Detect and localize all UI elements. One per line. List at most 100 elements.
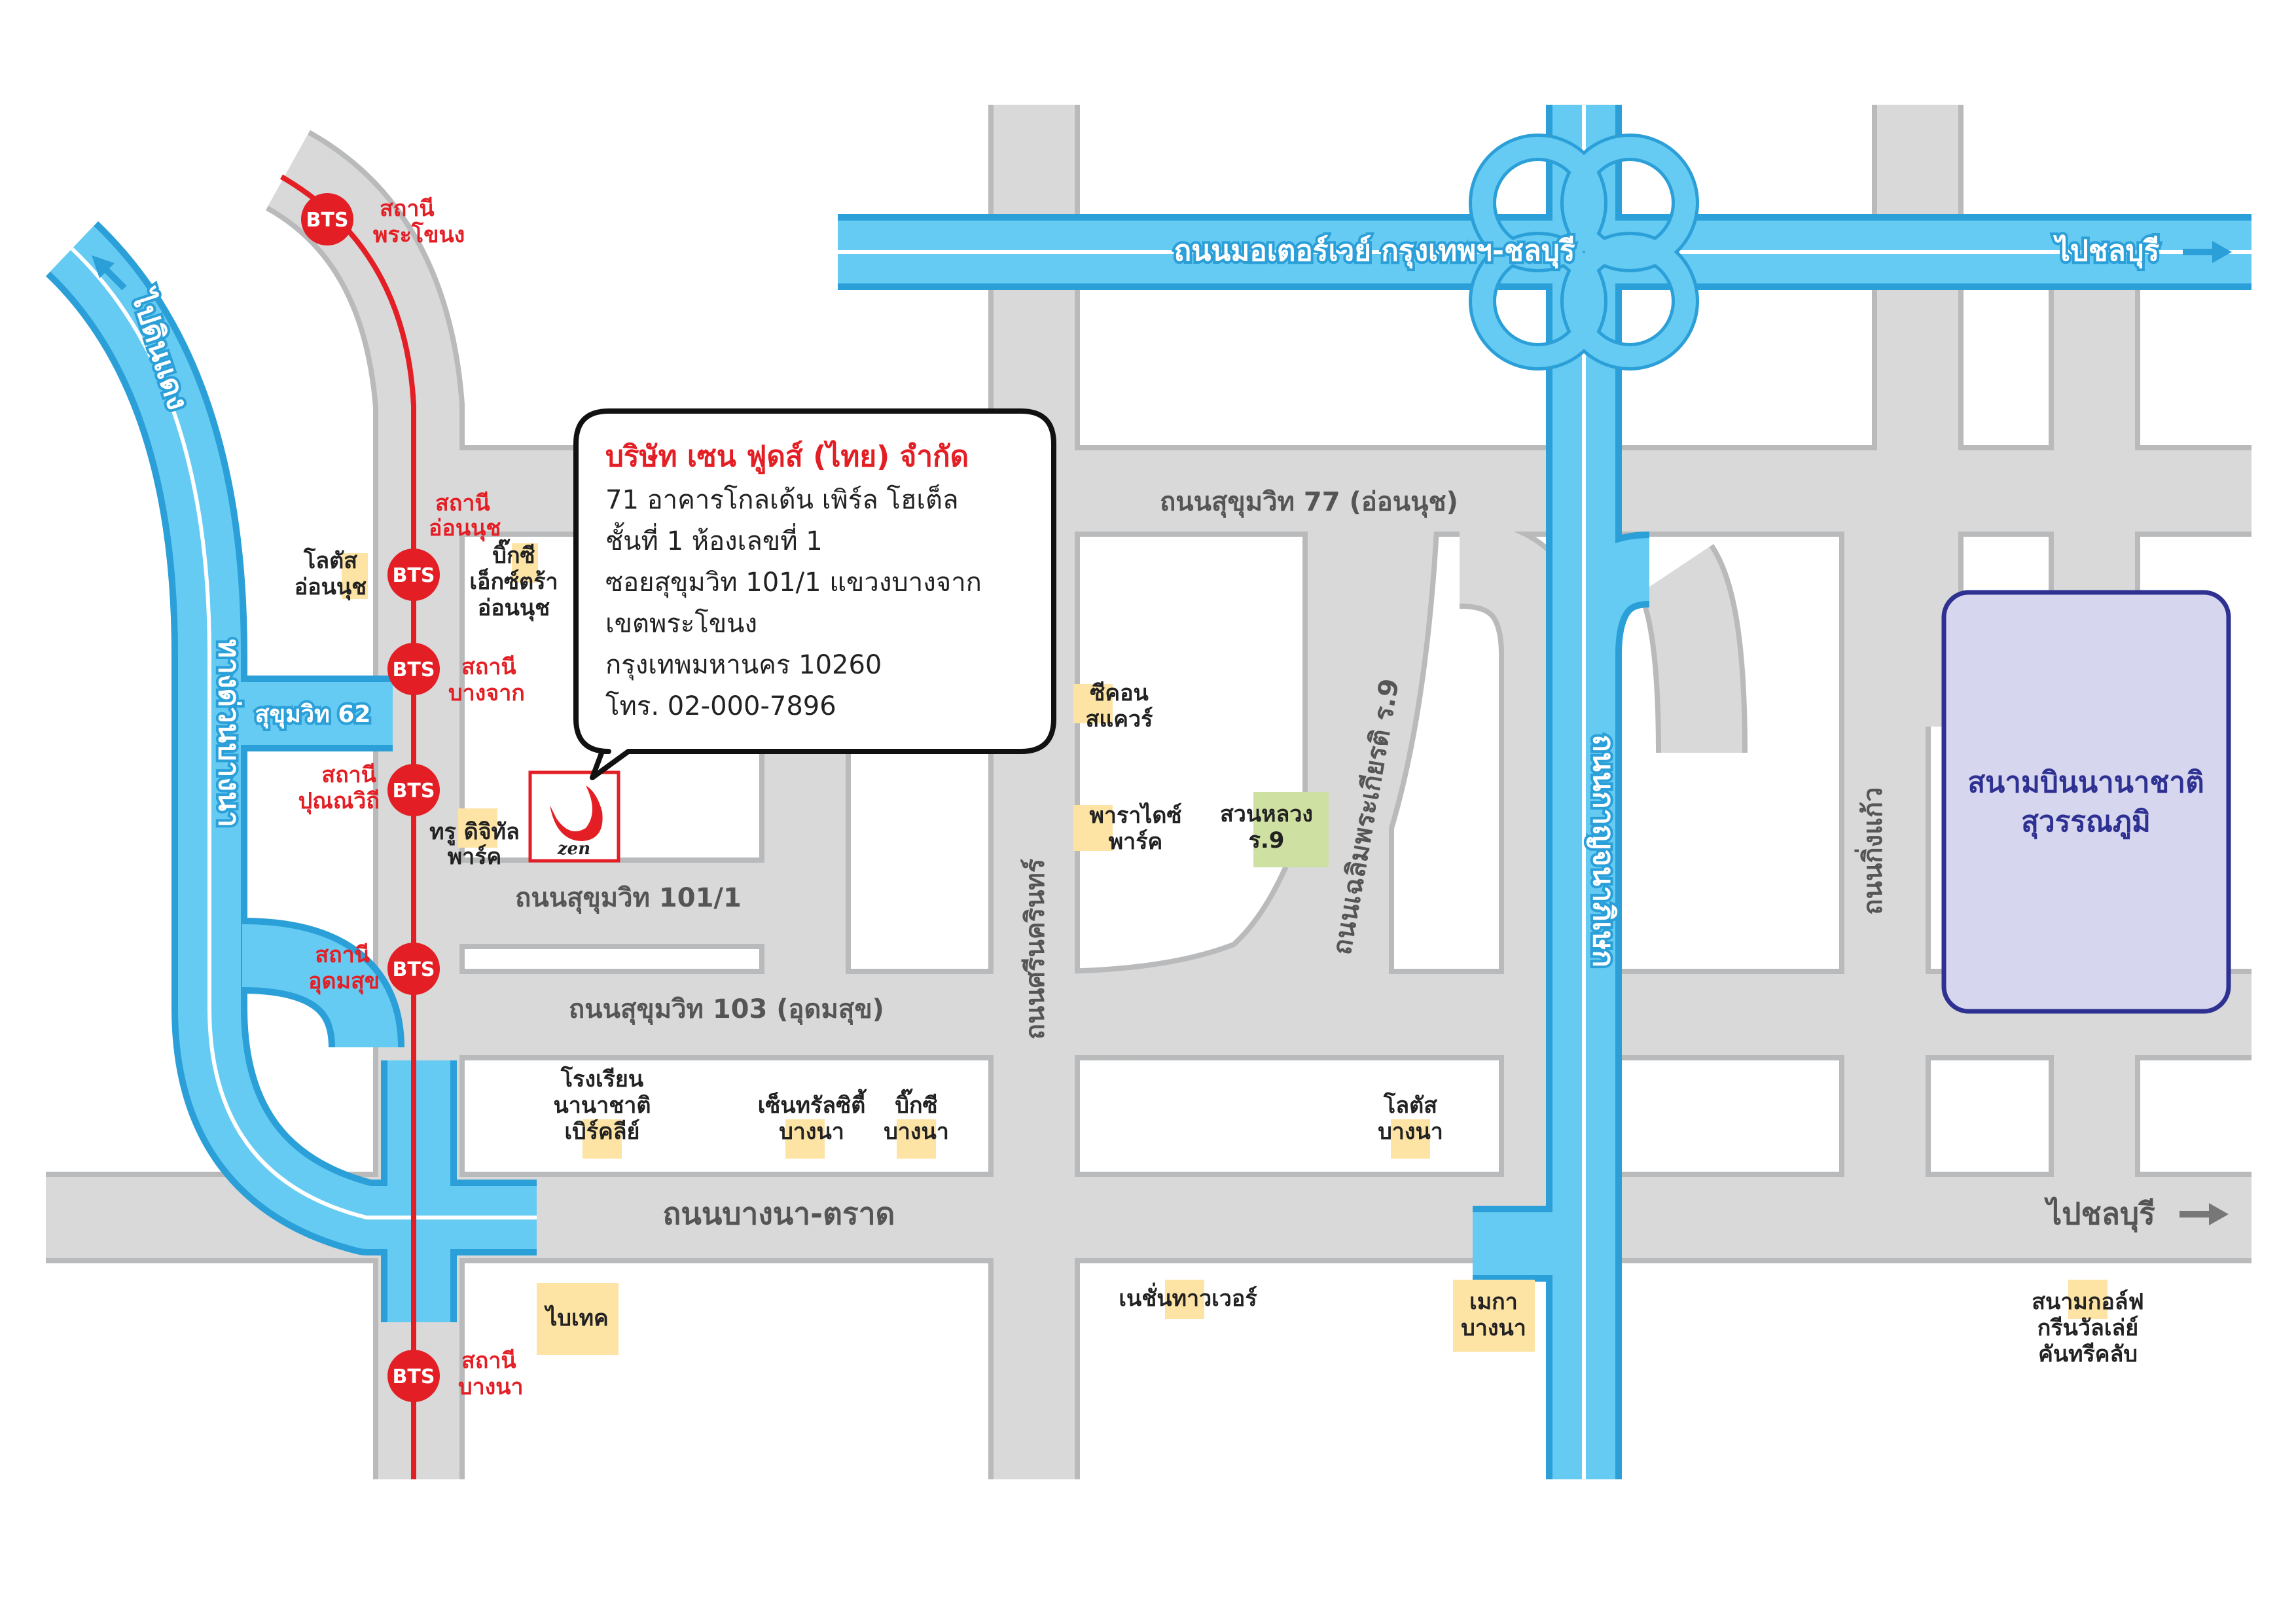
kanchanaphisek-label: ถนนกาญจนาภิเษก xyxy=(1587,734,1620,967)
svg-text:กรีนวัลเล่ย์: กรีนวัลเล่ย์ xyxy=(2037,1315,2138,1341)
address-line-5: กรุงเทพมหานคร 10260 xyxy=(605,650,882,681)
place-nation-tower[interactable]: เนชั่นทาวเวอร์ xyxy=(1119,1282,1257,1312)
svg-text:สแควร์: สแควร์ xyxy=(1086,706,1154,732)
bts-station-on-nut[interactable]: BTS สถานี อ่อนนุช xyxy=(387,490,501,601)
svg-text:บางนา: บางนา xyxy=(1378,1119,1443,1145)
place-bigc-extra-onnut[interactable]: บิ๊กซี เอ็กซ์ตร้า อ่อนนุช xyxy=(469,539,558,622)
sukhumvit103-label: ถนนสุขุมวิท 103 (อุดมสุข) xyxy=(569,994,884,1026)
place-bitec[interactable]: ไบเทค xyxy=(544,1305,608,1331)
place-green-valley-golf[interactable]: สนามกอล์ฟ กรีนวัลเล่ย์ คันทรีคลับ xyxy=(2032,1289,2144,1367)
place-central-bangna[interactable]: เซ็นทรัลซิตี้ บางนา xyxy=(758,1089,867,1145)
station-label: บางนา xyxy=(458,1374,524,1400)
place-suan-luang-r9[interactable]: สวนหลวง ร.9 xyxy=(1220,801,1313,854)
bts-badge: BTS xyxy=(393,1365,435,1388)
arrow-right-icon xyxy=(2183,241,2232,263)
zen-logo-text: zen xyxy=(557,839,590,859)
bts-badge: BTS xyxy=(393,659,435,681)
svg-text:บางนา: บางนา xyxy=(1461,1315,1526,1341)
svg-text:ทรู ดิจิทัล: ทรู ดิจิทัล xyxy=(429,819,520,846)
sukhumvit62-label: สุขุมวิท 62 xyxy=(255,701,371,729)
station-label: สถานี xyxy=(321,762,376,788)
svg-text:อ่อนนุช: อ่อนนุช xyxy=(478,595,550,622)
company-location-marker[interactable]: zen xyxy=(528,770,620,863)
bts-badge: BTS xyxy=(393,958,435,981)
svg-text:คันทรีคลับ: คันทรีคลับ xyxy=(2038,1341,2138,1367)
suan-luang-park-box xyxy=(1253,792,1329,867)
svg-text:โรงเรียน: โรงเรียน xyxy=(560,1066,643,1092)
bts-station-phra-khanong[interactable]: BTS สถานี พระโขนง xyxy=(301,193,465,248)
highways xyxy=(45,105,2251,1479)
company-name: บริษัท เซน ฟูดส์ (ไทย) จำกัด xyxy=(605,439,969,474)
to-chonburi-bottom-label: ไปชลบุรี xyxy=(2043,1196,2155,1233)
svg-text:พาราไดซ์: พาราไดซ์ xyxy=(1089,802,1181,829)
station-label: สถานี xyxy=(461,1348,516,1374)
svg-text:เมกา: เมกา xyxy=(1469,1289,1518,1315)
bts-station-udom-suk[interactable]: BTS สถานี อุดมสุข xyxy=(308,942,440,995)
station-label: สถานี xyxy=(435,490,490,516)
sukhumvit77-label: ถนนสุขุมวิท 77 (อ่อนนุช) xyxy=(1160,487,1458,518)
svg-text:ซีคอน: ซีคอน xyxy=(1090,680,1148,706)
svg-text:เนชั่นทาวเวอร์: เนชั่นทาวเวอร์ xyxy=(1119,1282,1257,1312)
address-line-2: ชั้นที่ 1 ห้องเลขที่ 1 xyxy=(605,522,823,556)
zen-logo-icon xyxy=(550,785,603,841)
airport-label-line1: สนามบินนานาชาติ xyxy=(1967,766,2204,799)
address-line-3: ซอยสุขุมวิท 101/1 แขวงบางจาก xyxy=(605,568,982,598)
bts-badge: BTS xyxy=(306,209,349,232)
poi-boxes xyxy=(342,543,2108,1355)
arrow-right-icon xyxy=(2179,1203,2229,1225)
station-label: สถานี xyxy=(461,654,516,680)
place-berkeley-school[interactable]: โรงเรียน นานาชาติ เบิร์คลีย์ xyxy=(554,1066,651,1145)
svg-text:บิ๊กซี: บิ๊กซี xyxy=(492,539,535,569)
station-label: พระโขนง xyxy=(373,221,465,248)
svg-text:เบิร์คลีย์: เบิร์คลีย์ xyxy=(565,1119,640,1145)
to-chonburi-top-label: ไปชลบุรี xyxy=(2053,234,2160,269)
place-true-digital-park[interactable]: ทรู ดิจิทัล พาร์ค xyxy=(429,819,520,870)
station-label: บางจาก xyxy=(448,680,525,706)
place-labels: โลตัส อ่อนนุช บิ๊กซี เอ็กซ์ตร้า อ่อนนุช … xyxy=(295,539,2144,1367)
svg-text:บางนา: บางนา xyxy=(884,1119,949,1145)
arrow-up-left-icon xyxy=(92,255,127,291)
motorway-label: ถนนมอเตอร์เวย์ กรุงเทพฯ-ชลบุรี xyxy=(1174,234,1575,269)
bts-badge: BTS xyxy=(393,564,435,587)
station-label: ปุณณวิถี xyxy=(298,788,380,815)
address-line-1: 71 อาคารโกลเด้น เพิร์ล โฮเต็ล xyxy=(605,484,959,515)
svg-text:อ่อนนุช: อ่อนนุช xyxy=(295,574,367,601)
svg-text:สนามกอล์ฟ: สนามกอล์ฟ xyxy=(2032,1289,2144,1315)
svg-text:พาร์ค: พาร์ค xyxy=(1109,829,1163,855)
station-label: อ่อนนุช xyxy=(429,515,501,542)
station-label: สถานี xyxy=(380,196,435,222)
airport-area[interactable]: สนามบินนานาชาติ สุวรรณภูมิ xyxy=(1941,590,2231,1014)
bangna-trat-label: ถนนบางนา-ตราด xyxy=(663,1196,895,1231)
place-lotus-onnut[interactable]: โลตัส อ่อนนุช xyxy=(295,547,367,601)
place-lotus-bangna[interactable]: โลตัส บางนา xyxy=(1378,1092,1443,1145)
bts-station-bang-na[interactable]: BTS สถานี บางนา xyxy=(387,1348,524,1402)
bts-stations: BTS สถานี พระโขนง BTS สถานี อ่อนนุช BTS … xyxy=(298,193,525,1402)
svg-text:เอ็กซ์ตร้า: เอ็กซ์ตร้า xyxy=(469,568,558,595)
airport-label-line2: สุวรรณภูมิ xyxy=(2021,805,2151,840)
svg-text:บางนา: บางนา xyxy=(779,1119,844,1145)
king-kaeo-label: ถนนกิ่งแก้ว xyxy=(1854,787,1888,914)
place-seacon-square[interactable]: ซีคอน สแควร์ xyxy=(1086,680,1154,732)
bts-station-punnawithi[interactable]: BTS สถานี ปุณณวิถี xyxy=(298,762,440,816)
srinagarindra-label: ถนนศรีนครินทร์ xyxy=(1020,858,1050,1039)
svg-text:โลตัส: โลตัส xyxy=(303,547,357,574)
svg-text:ร.9: ร.9 xyxy=(1249,827,1285,854)
place-bigc-bangna[interactable]: บิ๊กซี บางนา xyxy=(884,1089,949,1145)
local-roads xyxy=(46,105,2251,1479)
bts-station-bang-chak[interactable]: BTS สถานี บางจาก xyxy=(387,643,525,706)
place-paradise-park[interactable]: พาราไดซ์ พาร์ค xyxy=(1089,802,1181,855)
phone-line: โทร. 02-000-7896 xyxy=(605,691,836,721)
station-label: อุดมสุข xyxy=(308,968,380,995)
place-mega-bangna[interactable]: เมกา บางนา xyxy=(1461,1289,1526,1341)
address-line-4: เขตพระโขนง xyxy=(605,609,757,639)
svg-text:เซ็นทรัลซิตี้: เซ็นทรัลซิตี้ xyxy=(758,1089,867,1119)
station-label: สถานี xyxy=(315,942,370,968)
bts-badge: BTS xyxy=(393,780,435,803)
expressway-label: ทางด่วนบางนา xyxy=(212,639,245,827)
svg-text:พาร์ค: พาร์ค xyxy=(448,844,502,870)
sukhumvit101-1-label: ถนนสุขุมวิท 101/1 xyxy=(515,883,742,914)
svg-text:ไบเทค: ไบเทค xyxy=(544,1305,608,1331)
company-address-callout: บริษัท เซน ฟูดส์ (ไทย) จำกัด 71 อาคารโกล… xyxy=(573,408,1056,780)
svg-text:สวนหลวง: สวนหลวง xyxy=(1220,801,1313,827)
